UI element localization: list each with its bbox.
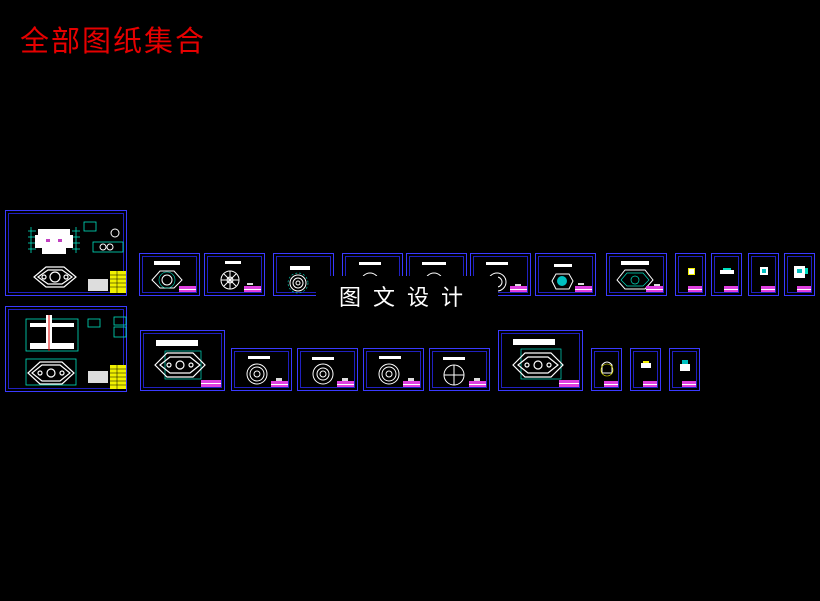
drawing-sheet-part-r1-10[interactable] <box>711 253 742 296</box>
sheet-inner-frame <box>234 351 289 388</box>
small-part-drawing-icon <box>720 268 734 274</box>
drawing-sheet-part-r1-1[interactable] <box>139 253 200 296</box>
wheel-part-drawing-icon <box>220 261 253 290</box>
drawing-sheet-assembly-1[interactable] <box>5 210 127 296</box>
elliptical-plate-drawing-icon <box>616 261 660 290</box>
sheet-inner-frame <box>594 351 619 388</box>
sheet-inner-frame <box>672 351 697 388</box>
title-block <box>724 286 738 292</box>
drawing-sheet-part-r2-4[interactable] <box>363 348 424 391</box>
title-block <box>575 286 592 292</box>
title-block <box>646 286 663 292</box>
title-block <box>643 381 657 387</box>
gear-part-drawing-icon <box>287 266 310 294</box>
drawing-sheet-part-r1-11[interactable] <box>748 253 779 296</box>
drawing-sheet-part-r1-8[interactable] <box>606 253 667 296</box>
drawing-sheet-part-r2-5[interactable] <box>429 348 490 391</box>
title-block <box>244 286 261 292</box>
small-part-drawing-icon <box>794 266 808 278</box>
title-block <box>179 286 196 292</box>
drawing-sheet-part-r2-6[interactable] <box>498 330 583 391</box>
sheet-inner-frame <box>276 256 331 293</box>
sheet-inner-frame <box>473 256 528 293</box>
sheet-inner-frame <box>143 333 222 388</box>
drawing-sheet-part-r2-8[interactable] <box>630 348 661 391</box>
drawing-sheet-part-r1-9[interactable] <box>675 253 706 296</box>
drawing-sheet-part-r2-9[interactable] <box>669 348 700 391</box>
sheet-inner-frame <box>787 256 812 293</box>
drawing-sheet-part-r2-2[interactable] <box>231 348 292 391</box>
title-block <box>201 380 221 387</box>
title-block <box>510 286 527 292</box>
sheet-inner-frame <box>609 256 664 293</box>
title-block <box>761 286 775 292</box>
page-title: 全部图纸集合 <box>20 24 207 58</box>
small-part-drawing-icon <box>760 267 768 275</box>
watermark-label: 图文设计 <box>316 276 498 316</box>
elliptical-plate-drawing-icon <box>512 339 564 380</box>
elliptical-plate-drawing-icon <box>154 340 206 380</box>
sheet-inner-frame <box>366 351 421 388</box>
mold-section-drawing-icon <box>25 315 127 389</box>
title-block <box>688 286 702 292</box>
ring-part-drawing-icon <box>246 356 282 385</box>
drawing-sheet-part-r2-1[interactable] <box>140 330 225 391</box>
sheet-inner-frame <box>714 256 739 293</box>
title-block <box>271 381 288 387</box>
small-part-drawing-icon <box>600 361 614 377</box>
elliptical-plate-drawing-icon <box>151 261 183 289</box>
title-block <box>559 380 579 387</box>
sheet-inner-frame <box>8 309 124 389</box>
title-block <box>682 381 696 387</box>
sheet-inner-frame <box>8 213 124 293</box>
title-block <box>469 381 486 387</box>
small-part-drawing-icon <box>680 360 690 371</box>
drawing-sheet-part-r1-7[interactable] <box>535 253 596 296</box>
hub-part-drawing-icon <box>551 264 584 290</box>
ring-part-drawing-icon <box>312 357 348 385</box>
sheet-inner-frame <box>207 256 262 293</box>
sheet-inner-frame <box>633 351 658 388</box>
title-block <box>337 381 354 387</box>
small-part-drawing-icon <box>688 268 695 275</box>
title-block <box>797 286 811 292</box>
sheet-inner-frame <box>300 351 355 388</box>
drawing-sheet-part-r1-2[interactable] <box>204 253 265 296</box>
ring-part-drawing-icon <box>378 356 414 385</box>
sheet-inner-frame <box>501 333 580 388</box>
sheet-inner-frame <box>751 256 776 293</box>
drawing-sheet-part-r2-3[interactable] <box>297 348 358 391</box>
drawing-sheet-part-r1-12[interactable] <box>784 253 815 296</box>
sheet-inner-frame <box>142 256 197 293</box>
small-part-drawing-icon <box>641 361 651 368</box>
sheet-inner-frame <box>432 351 487 388</box>
disc-part-drawing-icon <box>443 357 480 386</box>
drawing-sheet-part-r2-7[interactable] <box>591 348 622 391</box>
title-block <box>403 381 420 387</box>
drawing-sheet-assembly-2[interactable] <box>5 306 127 392</box>
sheet-inner-frame <box>678 256 703 293</box>
mold-assembly-drawing-icon <box>28 221 126 293</box>
title-block <box>604 381 618 387</box>
sheet-inner-frame <box>538 256 593 293</box>
